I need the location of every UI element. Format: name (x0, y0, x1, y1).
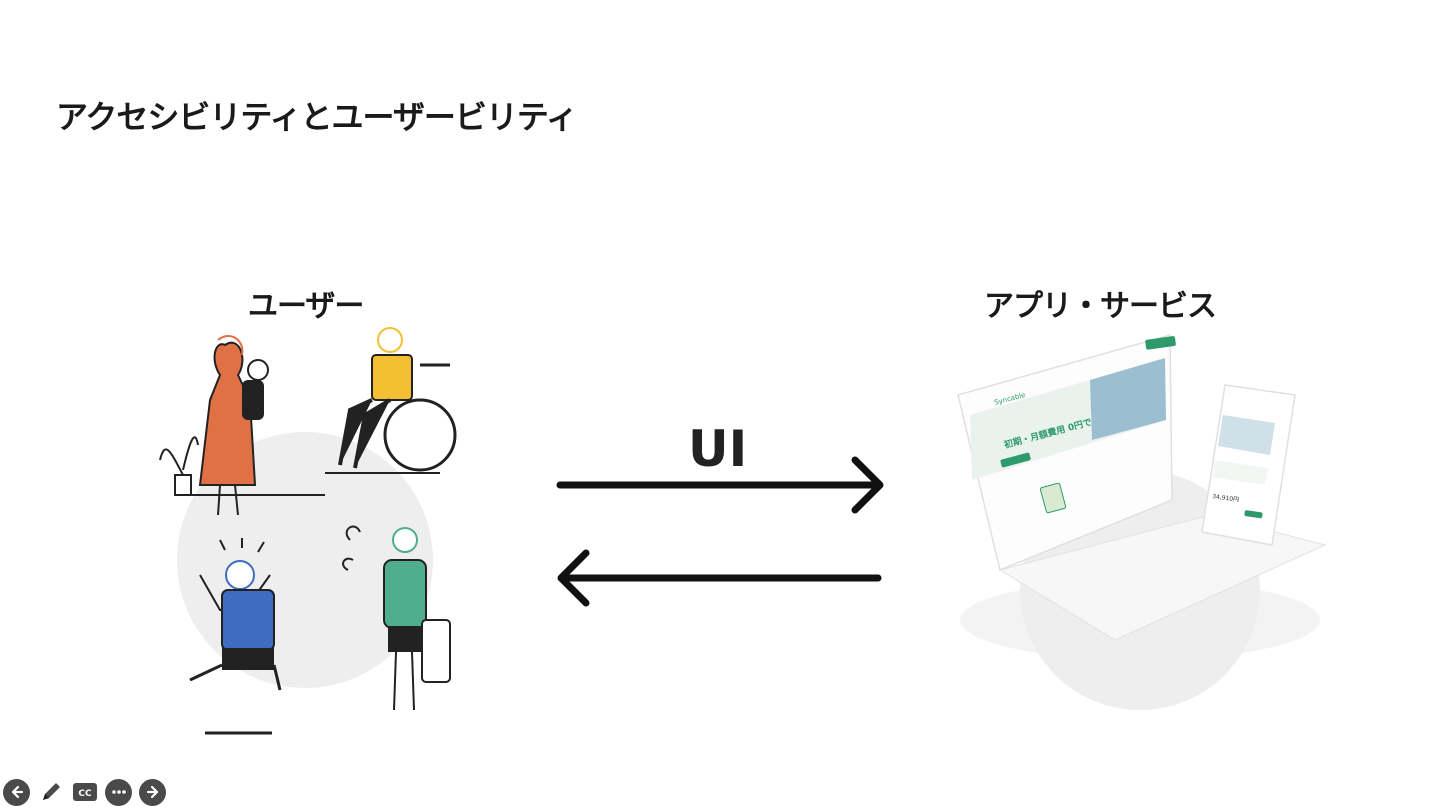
captions-button[interactable]: CC (71, 779, 98, 806)
app-service-label: アプリ・サービス (984, 289, 1217, 324)
more-button[interactable] (105, 778, 132, 806)
pen-button[interactable] (37, 779, 64, 806)
captions-icon: CC (72, 783, 97, 801)
app-device-mockup: Syncable 初期・月額費用 0円で 34,910円 (957, 334, 1327, 710)
pen-icon (42, 783, 60, 800)
arrow-left-icon (557, 549, 882, 607)
back-icon (11, 785, 23, 799)
users-label: ユーザー (248, 289, 364, 324)
mockup-amount: 34,910円 (1212, 493, 1240, 504)
presentation-controls: CC (3, 778, 166, 806)
forward-icon (146, 785, 158, 799)
slide-title: アクセシビリティとユーザービリティ (56, 98, 578, 136)
forward-button[interactable] (139, 778, 166, 806)
users-illustration (159, 327, 457, 735)
more-icon (111, 790, 126, 794)
captions-text: CC (78, 789, 92, 799)
back-button[interactable] (3, 778, 30, 806)
arrow-right-icon (556, 456, 884, 514)
ui-label: UI (688, 420, 748, 478)
